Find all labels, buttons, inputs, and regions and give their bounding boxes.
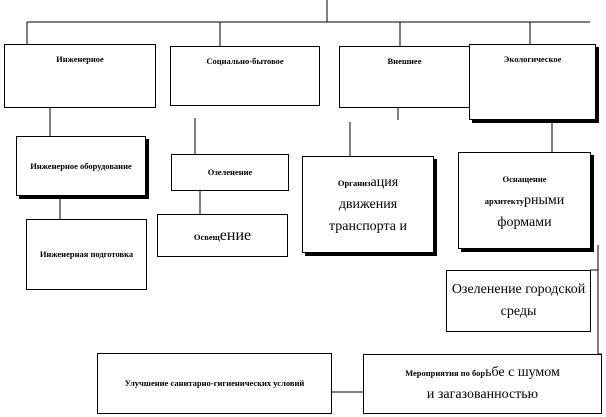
social-lighting-label-small: Освещ — [193, 231, 220, 242]
social-lighting-label-large: ение — [219, 226, 252, 244]
engineering-preparation-box: Инженерная подготовка — [26, 219, 147, 290]
ecological-urban-greening-box: Озеленение городской среды — [446, 270, 591, 332]
ecological-sanitary-box: Улучшение санитарно-гигиенических услови… — [97, 353, 332, 414]
external-traffic-label-large-2: движения — [338, 196, 398, 212]
engineering-equipment-label: Инженерное оборудование — [30, 160, 132, 171]
external-traffic-label-large-1: ация — [370, 174, 399, 190]
ecological-noise-box: Мероприятия по борьбе с шумом и загазова… — [363, 354, 602, 414]
engineering-preparation-label: Инженерная подготовка — [39, 249, 134, 259]
ecological-noise-label-large-2: и загазованностью — [426, 387, 539, 402]
category-social: Социально-бытовое — [170, 46, 320, 106]
category-ecological-label: Экологическое — [503, 54, 562, 64]
social-lighting-box: Освещение — [157, 214, 288, 257]
social-greening-box: Озеленение — [171, 154, 289, 191]
category-ecological: Экологическое — [469, 44, 596, 120]
ecological-equipment-box: Оснащение архитектурными формами — [458, 152, 591, 249]
ecological-equipment-label-small-1: Оснащение — [502, 173, 547, 184]
ecological-equipment-label-large-2: рными — [524, 192, 565, 208]
external-traffic-label-small: Организ — [337, 177, 371, 188]
category-social-label: Социально-бытовое — [206, 56, 284, 66]
ecological-noise-label-small: Мероприятия по бор — [405, 368, 486, 378]
ecological-equipment-label-small-2: архитекту — [484, 195, 525, 206]
ecological-sanitary-label: Улучшение санитарно-гигиенических услови… — [124, 378, 305, 388]
social-greening-label: Озеленение — [207, 167, 253, 177]
external-traffic-label-large-3: транспорта и — [328, 218, 407, 234]
category-external-label: Внешнее — [387, 56, 422, 66]
ecological-noise-label-large-1: ьбе с шумом — [485, 365, 560, 380]
ecological-equipment-label-large-3: формами — [497, 214, 552, 230]
external-traffic-box: Организация движения транспорта и — [302, 156, 434, 253]
ecological-urban-greening-label: Озеленение городской среды — [451, 282, 586, 319]
category-external: Внешнее — [339, 46, 470, 108]
engineering-equipment-box: Инженерное оборудование — [16, 136, 146, 196]
category-engineering: Инженерное — [4, 44, 156, 108]
category-engineering-label: Инженерное — [56, 54, 104, 64]
